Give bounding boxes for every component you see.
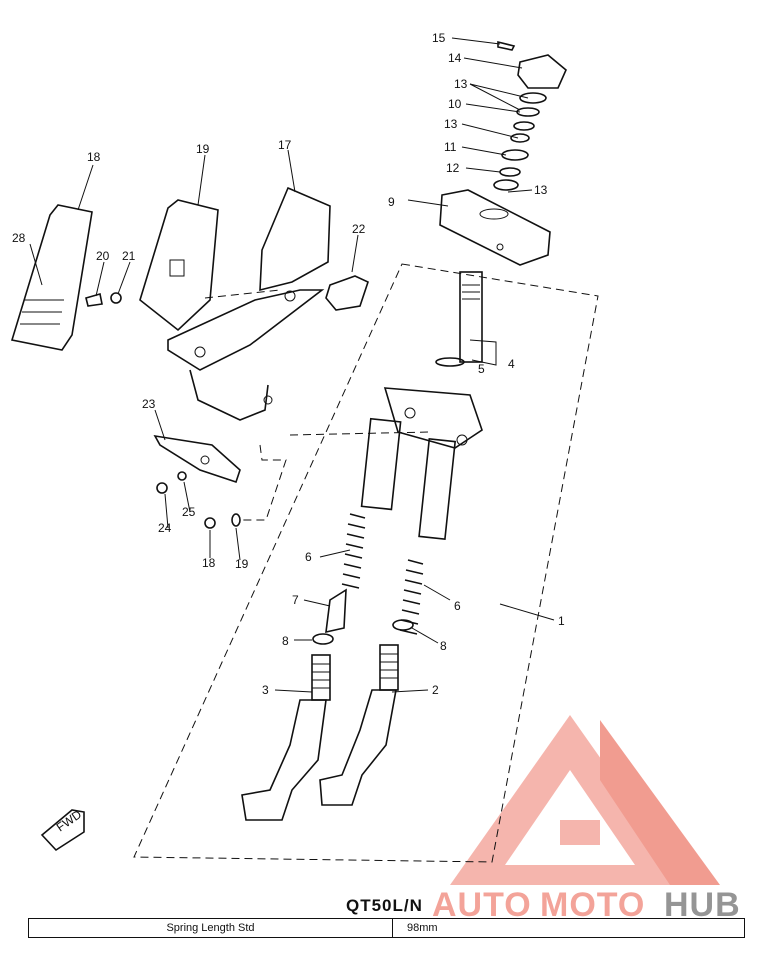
part-label-14: 13 — [454, 77, 468, 91]
fork-tubes — [360, 417, 457, 540]
collar-8-left — [312, 633, 334, 645]
part-label-27: 25 — [182, 505, 196, 519]
spring-spec-table: Spring Length Std 98mm — [28, 918, 745, 938]
part-label-19: 19 — [235, 557, 249, 571]
part-label-15: 14 — [448, 51, 462, 65]
watermark-text: AUTO MOTO HUB — [432, 886, 741, 924]
steering-stem — [383, 271, 483, 449]
part-label-5: 5 — [478, 362, 485, 376]
part-label-12: 12 — [446, 161, 460, 175]
part-label-3: 3 — [262, 683, 269, 697]
connection-lines — [204, 289, 431, 521]
part-label-28: 28 — [12, 231, 26, 245]
part-label-24: 22 — [352, 222, 366, 236]
svg-text:MOTO: MOTO — [540, 886, 645, 924]
meter-cover-20 — [10, 204, 93, 351]
part-label-17: 17 — [278, 138, 292, 152]
part-labels: 15 14 13 10 13 11 12 13 9 18 19 17 28 20… — [12, 31, 565, 697]
fwd-marker: FWD — [40, 807, 85, 852]
part-label-10: 10 — [448, 97, 462, 111]
meter-housing-21 — [139, 199, 219, 332]
part-label-20: 18 — [87, 150, 101, 164]
fork-springs — [341, 513, 424, 635]
svg-text:AUTO: AUTO — [432, 886, 532, 924]
part-label-11: 11 — [444, 140, 457, 154]
part-label-13a: 13 — [444, 117, 458, 131]
part-label-13b: 13 — [534, 183, 548, 197]
part-label-4: 4 — [508, 357, 515, 371]
spec-value-cell: 98mm — [407, 922, 438, 934]
outer-tube-right — [319, 644, 399, 806]
spacer-7 — [325, 588, 347, 634]
watermark-logo — [450, 715, 720, 885]
part-label-2: 2 — [432, 683, 439, 697]
hardware-18-19-26-27 — [156, 471, 241, 529]
part-label-9: 9 — [388, 195, 395, 209]
outer-tube-left — [241, 654, 331, 821]
headlight-frame-17 — [167, 186, 331, 421]
steering-head-parts — [493, 40, 567, 191]
part-label-6b: 6 — [454, 599, 461, 613]
fork-assembly-boundary — [133, 263, 599, 863]
small-parts — [85, 275, 369, 311]
part-label-22: 20 — [96, 249, 110, 263]
spec-label-cell: Spring Length Std — [29, 919, 393, 937]
part-label-8b: 8 — [440, 639, 447, 653]
part-label-7: 7 — [292, 593, 299, 607]
upper-bracket-9 — [439, 189, 551, 266]
callout-leaders — [29, 37, 555, 693]
part-label-21: 19 — [196, 142, 210, 156]
part-label-1: 1 — [558, 614, 565, 628]
part-label-18: 18 — [202, 556, 216, 570]
model-code: QT50L/N — [346, 896, 423, 915]
collar-8-right — [392, 619, 414, 631]
part-label-8a: 8 — [282, 634, 289, 648]
part-label-26: 24 — [158, 521, 172, 535]
bracket-plate-25 — [153, 434, 241, 484]
part-label-25: 23 — [142, 397, 156, 411]
part-label-6a: 6 — [305, 550, 312, 564]
part-label-23: 21 — [122, 249, 136, 263]
svg-text:HUB: HUB — [664, 886, 741, 924]
part-label-16: 15 — [432, 31, 446, 45]
